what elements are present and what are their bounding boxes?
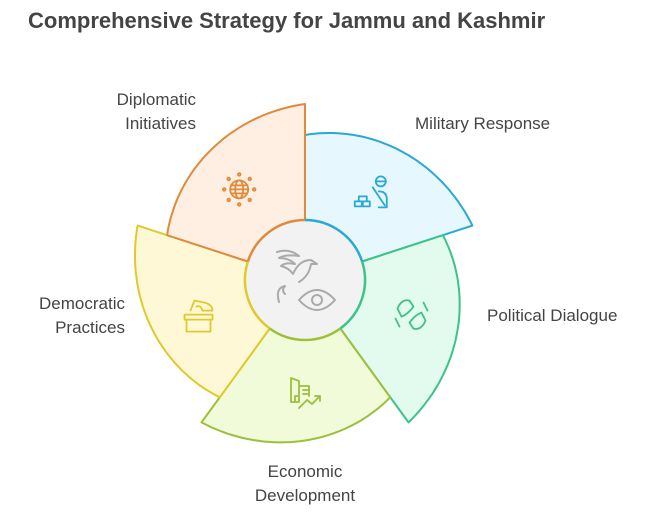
page-title: Comprehensive Strategy for Jammu and Kas… bbox=[28, 8, 546, 33]
label-democratic-practices: Democratic Practices bbox=[39, 294, 125, 337]
soldier-icon bbox=[353, 175, 388, 209]
center-border-arc bbox=[339, 261, 367, 330]
center-border-arc bbox=[304, 218, 364, 262]
center-circle bbox=[245, 220, 365, 340]
dove-eye-icon bbox=[276, 249, 336, 311]
handshake-icon bbox=[394, 299, 429, 330]
label-economic-development: Economic Development bbox=[254, 462, 356, 505]
label-military-response: Military Response bbox=[415, 114, 551, 133]
label-diplomatic-initiatives: Diplomatic Initiatives bbox=[116, 90, 196, 133]
center-border-arc bbox=[268, 327, 342, 342]
building-growth-icon bbox=[290, 377, 321, 409]
center-border-arc bbox=[246, 218, 306, 262]
globe-icon bbox=[221, 172, 257, 207]
label-political-dialogue: Political Dialogue bbox=[487, 306, 618, 325]
center-border-arc bbox=[243, 261, 271, 330]
ballot-box-icon bbox=[183, 299, 214, 333]
